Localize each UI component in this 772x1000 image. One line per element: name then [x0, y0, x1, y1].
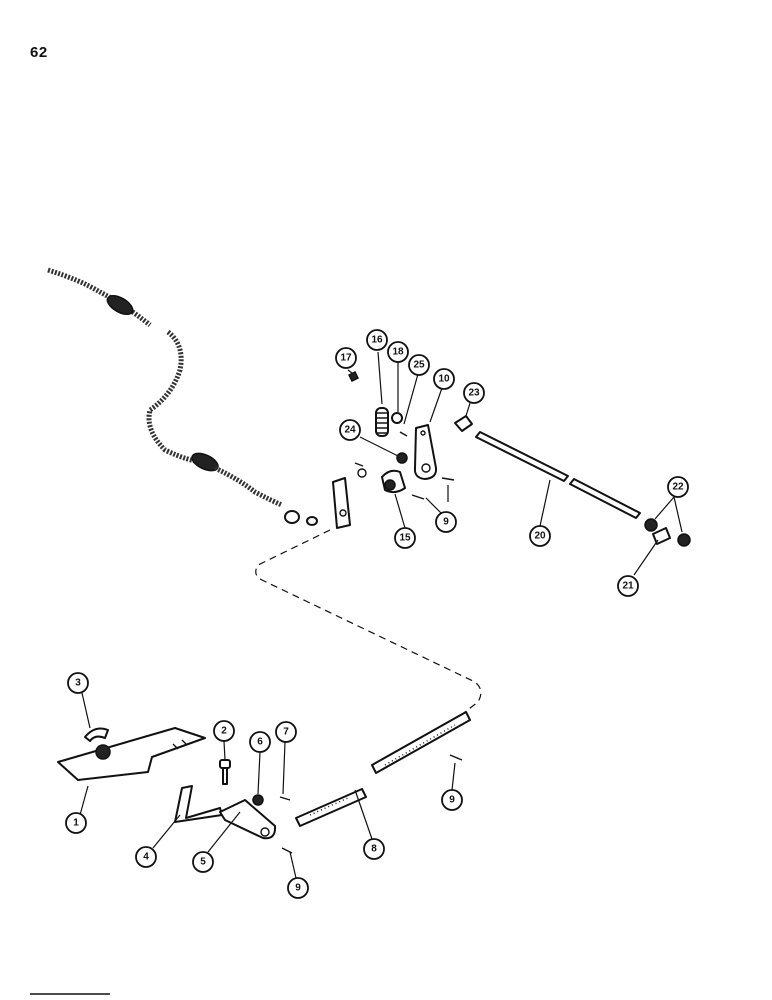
rod-20	[475, 431, 641, 519]
svg-text:17: 17	[340, 353, 352, 364]
callout-9-lower: 9	[287, 877, 309, 899]
callout-16: 16	[366, 329, 388, 351]
svg-text:8: 8	[371, 844, 377, 855]
callout-10: 10	[433, 368, 455, 390]
pin-7	[279, 796, 291, 801]
svg-text:16: 16	[371, 335, 383, 346]
page-number: 62	[30, 44, 48, 61]
svg-text:21: 21	[622, 581, 634, 592]
washer-6	[252, 794, 264, 806]
callout-20: 20	[529, 525, 551, 547]
callout-25: 25	[408, 354, 430, 376]
clip-3	[84, 727, 109, 742]
callout-21: 21	[617, 575, 639, 597]
callout-9-upper: 9	[435, 511, 457, 533]
svg-text:5: 5	[200, 857, 206, 868]
callout-6: 6	[249, 731, 271, 753]
svg-text:22: 22	[672, 482, 684, 493]
svg-text:24: 24	[344, 425, 356, 436]
upper-lever-assembly	[347, 370, 473, 500]
callout-22: 22	[667, 476, 689, 498]
callout-24: 24	[339, 419, 361, 441]
svg-text:7: 7	[283, 727, 289, 738]
svg-text:2: 2	[221, 726, 227, 737]
svg-text:4: 4	[143, 852, 149, 863]
callout-18: 18	[387, 341, 409, 363]
throttle-cable	[47, 267, 318, 526]
svg-text:9: 9	[295, 883, 301, 894]
callout-3: 3	[67, 672, 89, 694]
cable-bracket	[332, 477, 351, 529]
callout-17: 17	[335, 347, 357, 369]
svg-text:6: 6	[257, 737, 263, 748]
callout-5: 5	[192, 851, 214, 873]
callout-2: 2	[213, 720, 235, 742]
rod-4	[174, 785, 223, 823]
lever-5	[219, 799, 277, 840]
pedal-plate	[57, 727, 206, 781]
callout-7: 7	[275, 721, 297, 743]
linkage-path	[255, 529, 482, 713]
svg-text:25: 25	[413, 360, 425, 371]
callout-9-right: 9	[441, 789, 463, 811]
svg-text:9: 9	[449, 795, 455, 806]
callout-1: 1	[65, 812, 87, 834]
svg-text:10: 10	[438, 374, 450, 385]
callout-4: 4	[135, 846, 157, 868]
svg-text:18: 18	[392, 347, 404, 358]
callout-15: 15	[394, 527, 416, 549]
shaft-8	[295, 711, 471, 827]
svg-text:20: 20	[534, 531, 546, 542]
svg-text:9: 9	[443, 517, 449, 528]
rod-end-fittings	[644, 518, 691, 547]
callout-8: 8	[363, 838, 385, 860]
svg-text:1: 1	[73, 818, 79, 829]
leader-lines	[79, 351, 683, 879]
callout-23: 23	[463, 382, 485, 404]
screw-2	[219, 759, 231, 785]
svg-text:3: 3	[75, 678, 81, 689]
svg-text:15: 15	[399, 533, 411, 544]
svg-text:23: 23	[468, 388, 480, 399]
